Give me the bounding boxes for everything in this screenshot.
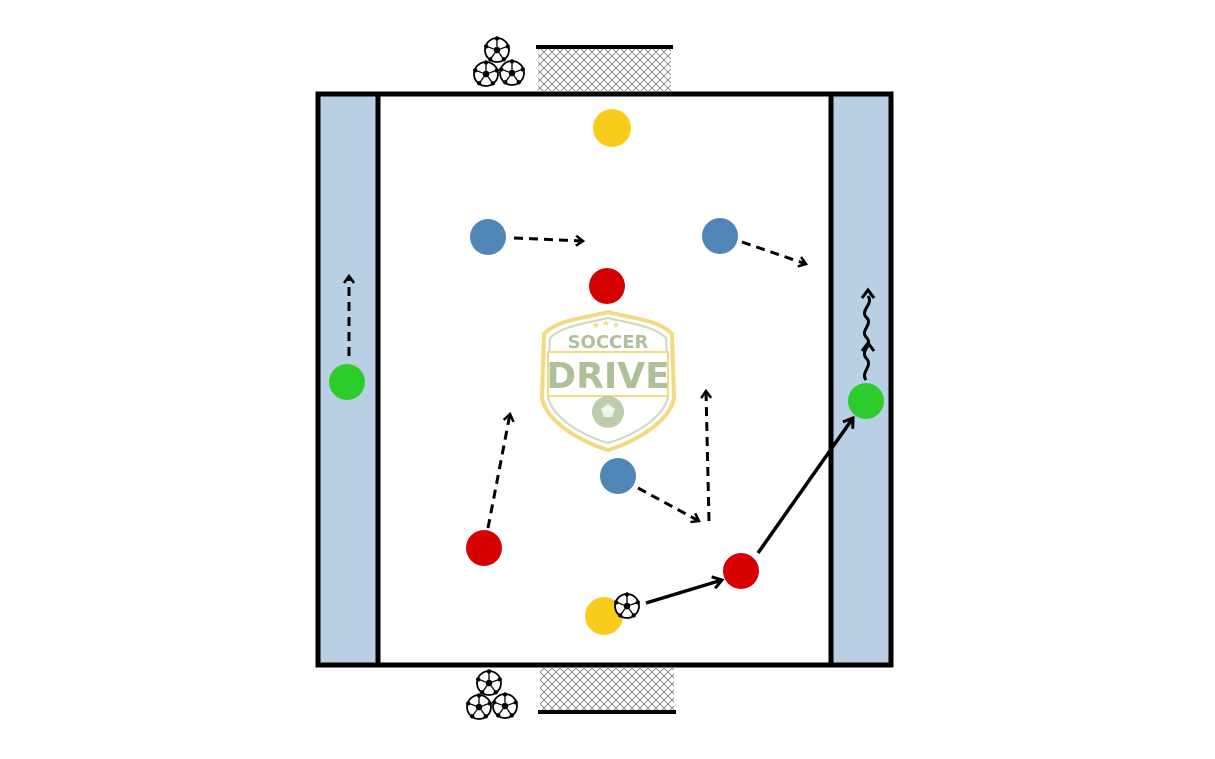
svg-text:★: ★ — [592, 321, 600, 331]
soccer-drive-logo: ★ ★ ★ SOCCER DRIVE — [539, 309, 677, 453]
player-yellow-keeper-top — [593, 109, 631, 147]
pass-arrow — [756, 418, 853, 555]
player-runs — [349, 238, 806, 529]
run-arrow — [741, 240, 806, 264]
player-red — [723, 553, 759, 589]
soccer-ball-icon — [491, 691, 519, 719]
player-green-left-zone — [329, 364, 365, 400]
svg-text:★: ★ — [602, 319, 610, 329]
pitch-boundary — [315, 91, 894, 668]
player-blue — [600, 458, 636, 494]
right-wide-zone — [832, 94, 891, 665]
soccer-ball-icon — [483, 35, 511, 63]
players — [329, 109, 884, 635]
svg-text:★: ★ — [612, 321, 620, 331]
run-arrow — [513, 238, 583, 241]
dribble-path — [860, 287, 876, 381]
logo-line-2: DRIVE — [546, 356, 669, 397]
player-yellow-keeper-bottom — [585, 597, 623, 635]
logo-line-1: SOCCER — [568, 332, 649, 353]
player-blue — [702, 218, 738, 254]
ball-pile-bottom — [465, 668, 519, 720]
pass-arrow — [645, 580, 722, 605]
bottom-goal-net-icon — [538, 668, 676, 714]
soccer-ball-icon — [475, 668, 503, 696]
passes — [645, 418, 853, 605]
player-blue — [470, 219, 506, 255]
soccer-ball-icon — [472, 59, 500, 87]
soccer-ball-icon — [465, 692, 493, 720]
soccer-ball-icon — [613, 591, 641, 619]
ball-pile-top — [472, 35, 526, 87]
run-arrow — [637, 486, 699, 521]
soccer-ball-icon — [498, 58, 526, 86]
run-arrow — [486, 414, 510, 529]
top-goal-net-icon — [536, 45, 673, 91]
player-red — [589, 268, 625, 304]
player-red — [466, 530, 502, 566]
run-arrow — [706, 391, 709, 522]
player-green-right-zone — [848, 383, 884, 419]
